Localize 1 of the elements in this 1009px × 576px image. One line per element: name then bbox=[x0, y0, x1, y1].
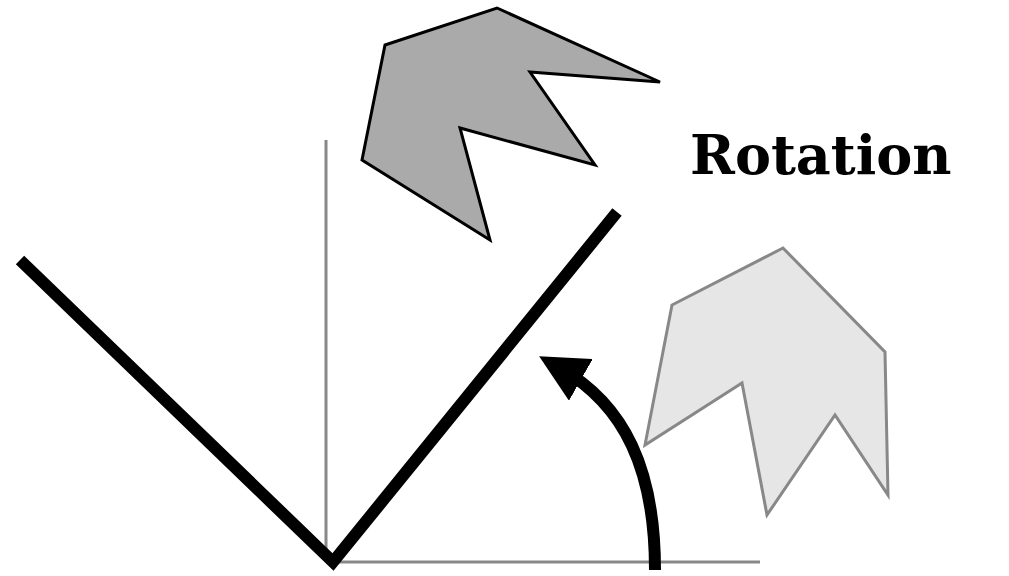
rotation-label: Rotation bbox=[690, 128, 952, 182]
